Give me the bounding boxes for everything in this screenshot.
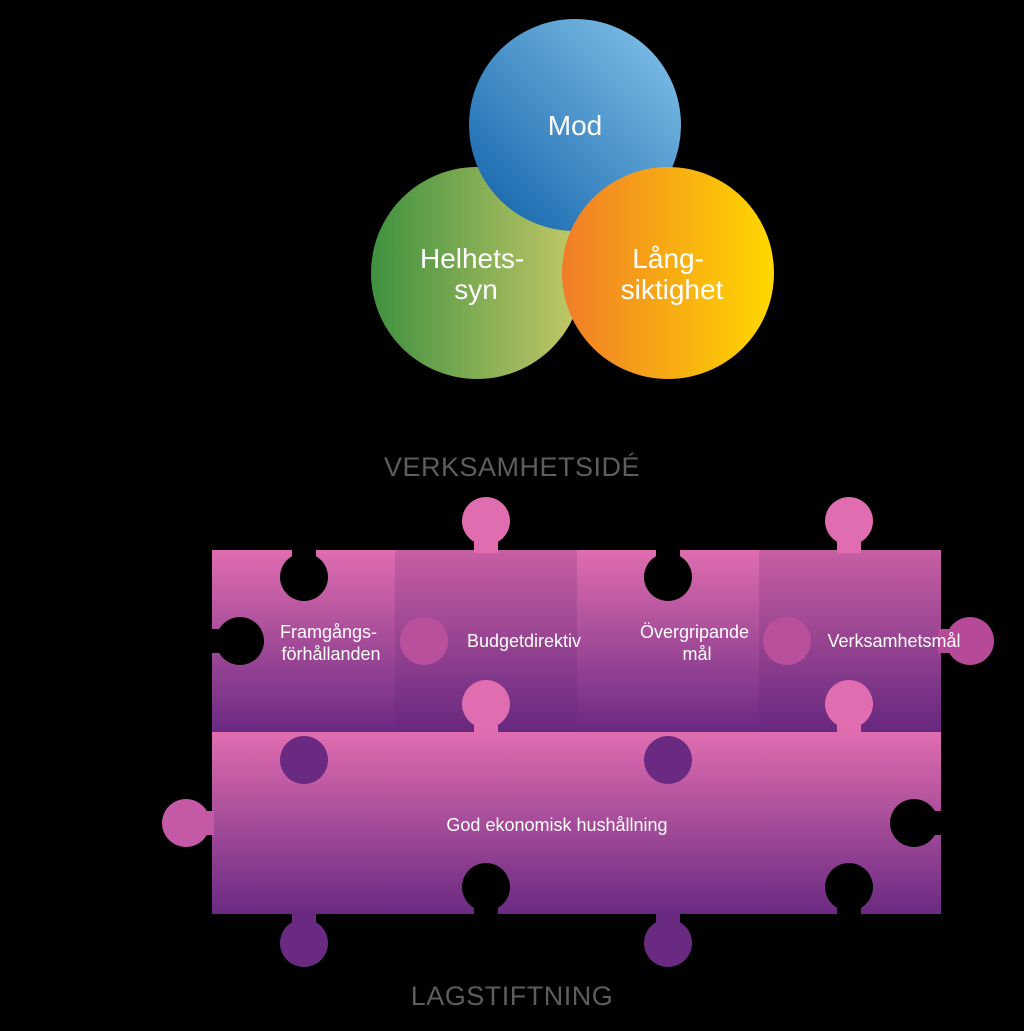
values-circles: Mod Helhets- syn Lång- siktighet bbox=[371, 19, 774, 379]
puzzle-hole-bottom-a-neck bbox=[474, 896, 498, 916]
circle-langsiktighet-line-1: Lång- bbox=[632, 243, 704, 274]
puzzle-knob-mid-b-neck bbox=[837, 716, 861, 734]
puzzle: Framgångs- förhållanden Budgetdirektiv Ö… bbox=[162, 497, 994, 967]
puzzle-hole-right-bottom-neck bbox=[922, 811, 944, 835]
piece-3-line-1: Övergripande bbox=[640, 622, 749, 642]
puzzle-knob-bottom-b bbox=[644, 919, 692, 967]
piece-1-label: Framgångs- förhållanden bbox=[280, 622, 382, 664]
piece-1-line-2: förhållanden bbox=[281, 644, 380, 664]
puzzle-hole-top-a-neck bbox=[292, 548, 316, 568]
puzzle-top-block bbox=[212, 550, 941, 732]
circle-helhetssyn-line-2: syn bbox=[454, 274, 498, 305]
piece-3-line-2: mål bbox=[682, 644, 711, 664]
circle-langsiktighet-label: Lång- siktighet bbox=[621, 243, 724, 305]
section-label-verksamhetside: VERKSAMHETSIDÉ bbox=[383, 452, 641, 482]
puzzle-knob-down-b bbox=[644, 736, 692, 784]
section-label-lagstiftning: LAGSTIFTNING bbox=[410, 981, 614, 1011]
piece-3-label: Övergripande mål bbox=[640, 622, 754, 664]
puzzle-knob-top-a bbox=[462, 497, 510, 545]
puzzle-knob-side-3 bbox=[763, 617, 811, 665]
puzzle-knob-right bbox=[946, 617, 994, 665]
bottom-piece-label: God ekonomisk hushållning bbox=[446, 815, 667, 835]
puzzle-bottom-piece bbox=[162, 716, 944, 967]
puzzle-hole-left-neck bbox=[208, 629, 230, 653]
puzzle-knob-mid-a-neck bbox=[474, 716, 498, 734]
puzzle-knob-top-b bbox=[825, 497, 873, 545]
puzzle-bottom-body bbox=[212, 732, 941, 914]
circle-helhetssyn-line-1: Helhets- bbox=[420, 243, 524, 274]
puzzle-top-row bbox=[208, 497, 994, 732]
circle-mod-label: Mod bbox=[548, 110, 602, 141]
puzzle-knob-right-neck bbox=[938, 629, 954, 653]
puzzle-hole-bottom-b-neck bbox=[837, 896, 861, 916]
circle-helhetssyn-label: Helhets- syn bbox=[420, 243, 532, 305]
piece-1-line-1: Framgångs- bbox=[280, 622, 377, 642]
circle-langsiktighet bbox=[562, 167, 774, 379]
puzzle-hole-top-b-neck bbox=[656, 548, 680, 568]
puzzle-knob-top-a-neck bbox=[474, 535, 498, 553]
puzzle-knob-top-b-neck bbox=[837, 535, 861, 553]
puzzle-knob-left-bottom-neck bbox=[198, 811, 214, 835]
puzzle-knob-bottom-a-neck bbox=[292, 912, 316, 930]
piece-2-label: Budgetdirektiv bbox=[467, 631, 581, 651]
puzzle-knob-side-1 bbox=[400, 617, 448, 665]
puzzle-knob-bottom-b-neck bbox=[656, 912, 680, 930]
puzzle-knob-bottom-a bbox=[280, 919, 328, 967]
puzzle-knob-down-a bbox=[280, 736, 328, 784]
piece-4-label: Verksamhetsmål bbox=[827, 631, 960, 651]
circle-langsiktighet-line-2: siktighet bbox=[621, 274, 724, 305]
